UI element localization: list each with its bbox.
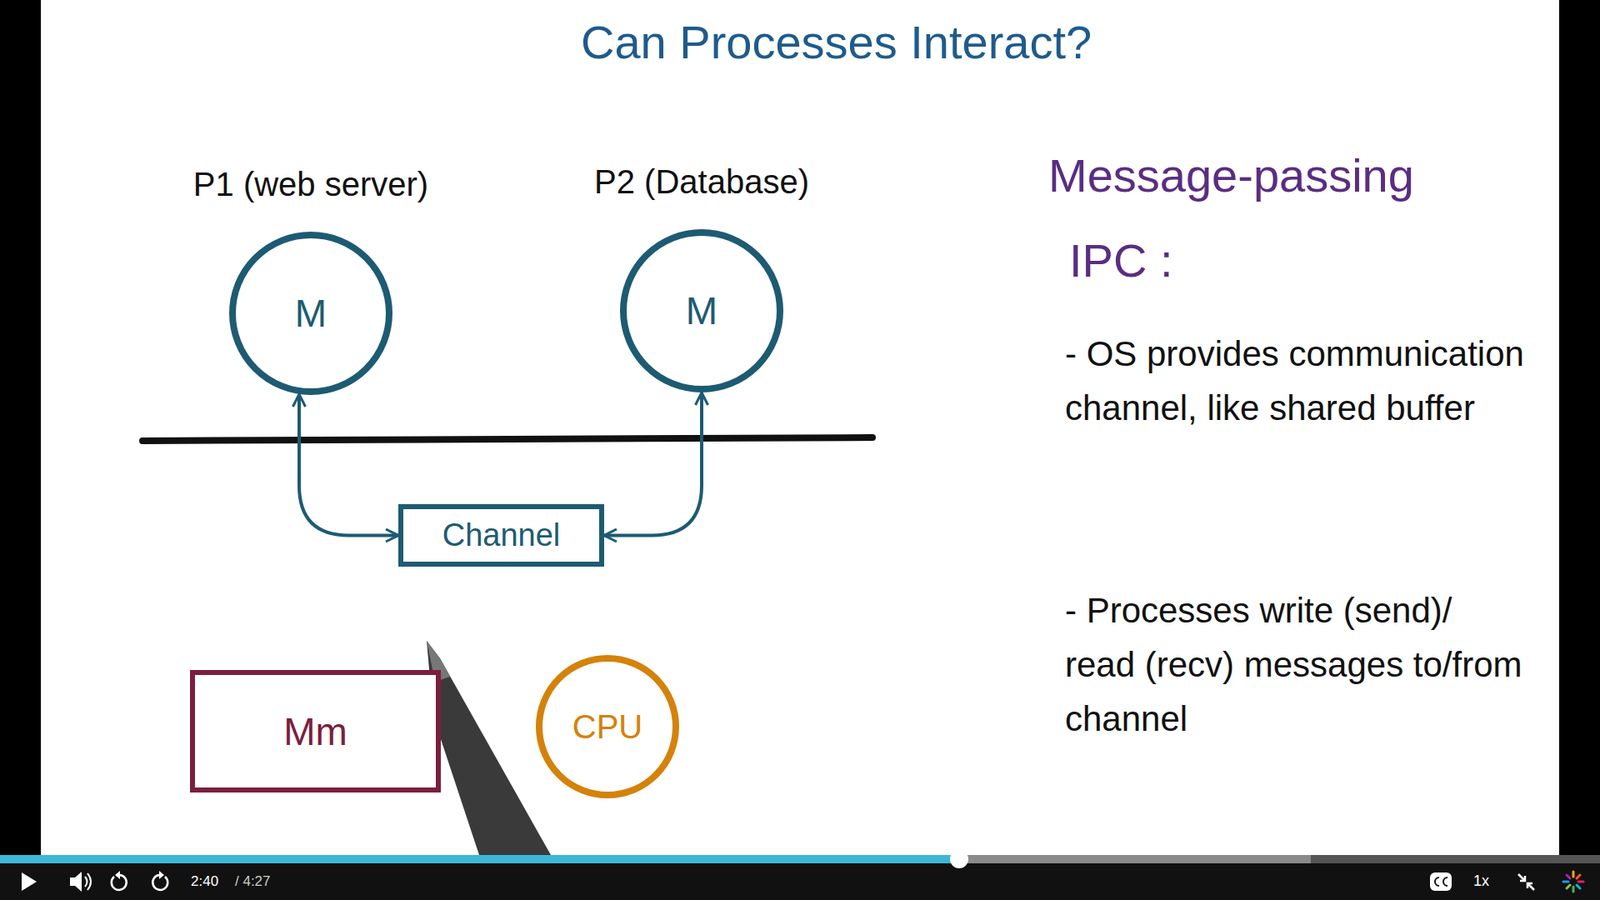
progress-track xyxy=(0,855,1600,864)
node-label: CPU xyxy=(572,708,643,746)
fullscreen-exit-icon xyxy=(1518,874,1535,890)
loading-icon xyxy=(1563,871,1584,892)
process-circle: P2 (Database)M xyxy=(620,229,784,393)
heading-note: IPC : xyxy=(1069,233,1173,288)
circle-shape xyxy=(623,232,780,390)
title: Can Processes Interact? xyxy=(580,15,1092,70)
rewind-icon xyxy=(111,870,127,890)
process-heading: P2 (Database) xyxy=(594,163,810,201)
volume-icon xyxy=(70,871,91,892)
connector-arrow xyxy=(604,392,702,536)
node-label: Mm xyxy=(283,709,348,755)
bullet-note: - Processes write (send)/ read (recv) me… xyxy=(1065,583,1532,746)
boundary-line xyxy=(142,437,873,441)
heading-note: Message-passing xyxy=(1048,148,1415,203)
time-current: 2:40 xyxy=(190,873,219,890)
time-total: / 4:27 xyxy=(235,873,271,890)
progress-buffered xyxy=(0,855,1311,864)
pen xyxy=(426,640,551,855)
connector-arrow xyxy=(299,394,399,536)
memory-box: Mm xyxy=(190,670,441,793)
cpu-circle: CPU xyxy=(535,655,680,799)
process-heading: P1 (web server) xyxy=(193,165,429,204)
captions-icon xyxy=(1430,872,1452,891)
play-icon xyxy=(21,872,37,891)
speed-label: 1x xyxy=(1473,872,1490,890)
bullet-note: - OS provides communication channel, lik… xyxy=(1065,326,1553,435)
progress-played xyxy=(0,855,960,864)
node-label: M xyxy=(685,288,718,334)
process-circle: P1 (web server)M xyxy=(229,231,393,395)
channel-box: Channel xyxy=(398,504,605,567)
circle-shape xyxy=(539,658,676,795)
progress-knob xyxy=(950,850,969,869)
node-label: Channel xyxy=(442,517,561,554)
node-label: M xyxy=(295,290,327,336)
forward-icon xyxy=(152,870,168,890)
circle-shape xyxy=(232,235,390,392)
